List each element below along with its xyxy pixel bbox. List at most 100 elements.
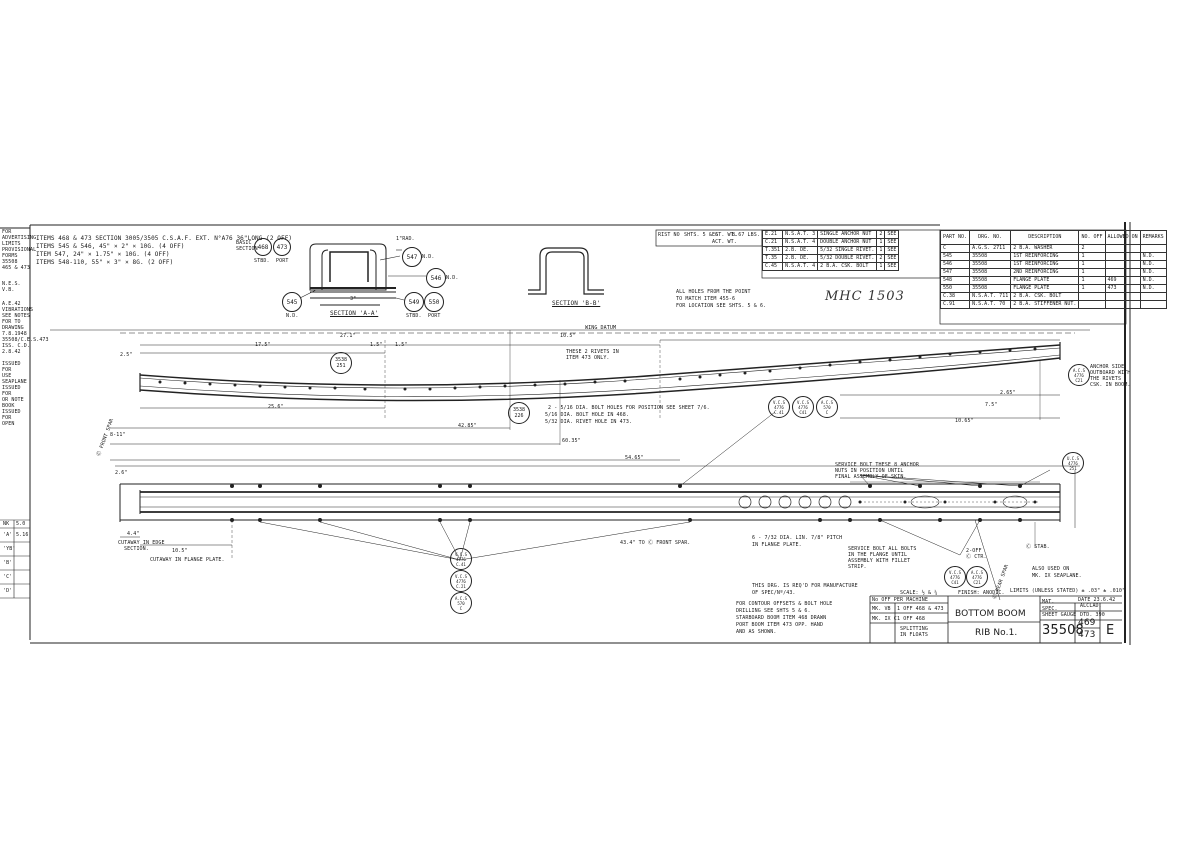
bom-cell: 35508: [969, 284, 1012, 293]
item-bubble-546: 546: [426, 268, 446, 288]
port-label: PORT: [428, 313, 441, 319]
fastener-cell: 2: [876, 254, 886, 263]
manufacture-note: THIS DRG. IS REQ'D FOR MANUFACTURE: [752, 583, 858, 589]
part-number: 473: [1078, 630, 1096, 640]
bom-cell: 1: [1078, 260, 1106, 269]
item-bubble-473: 473: [273, 238, 291, 256]
margin-code: 'D': [3, 588, 13, 594]
bom-cell: N.D.: [1139, 268, 1167, 277]
bom-cell: [1078, 292, 1106, 301]
fastener-cell: E.21: [761, 230, 784, 239]
bom-cell: N.S.A.T. 711: [969, 292, 1012, 301]
holes-pitch-note: 6 - 7/32 DIA. LIN. 7/8" PITCH: [752, 535, 843, 541]
service-bolt-note: SERVICE BOLT THESE 8 ANCHOR: [835, 462, 919, 468]
margin-note: 465 & 473: [2, 265, 30, 271]
contour-note: FOR CONTOUR OFFSETS & BOLT HOLE: [736, 601, 833, 607]
bubble-text: C.41: [456, 561, 466, 567]
bom-header: NO. OFF: [1078, 230, 1106, 245]
bom-cell: 2ND REINFORCING: [1010, 268, 1080, 277]
margin-note: 35508/C.E.S.473: [2, 337, 49, 343]
dim-label: 4.4": [127, 531, 140, 537]
item-note: ITEMS 548-110, 55" × 3" × 8G. (2 OFF): [36, 259, 174, 266]
bubble-text: 226: [514, 413, 524, 419]
margin-note: PROVISIONAL FORMS: [2, 247, 37, 259]
bubble-text: 251: [336, 363, 346, 369]
bom-cell: N.S.A.T. 70: [969, 300, 1012, 309]
margin-notes: FOR ADVERTISING LIMITS PROVISIONAL FORMS…: [2, 229, 49, 427]
est-wt-label: EST. WT.: [712, 232, 737, 238]
boom-holes: [158, 347, 1037, 391]
drawing-subtitle: RIB No.1.: [975, 628, 1018, 638]
bom-cell: [1139, 244, 1167, 253]
bom-cell: N.D.: [1139, 260, 1167, 269]
bom-cell: C: [939, 244, 971, 253]
bom-cell: 550: [939, 284, 971, 293]
bom-cell: FLANGE PLATE: [1010, 276, 1080, 285]
cutaway-flange-note: CUTAWAY IN FLANGE PLATE.: [150, 557, 225, 563]
fastener-cell: SEE: [884, 262, 900, 271]
bom-cell: [1139, 300, 1167, 309]
anchor-side-note: ANCHOR SIDE: [1090, 364, 1125, 370]
bom-cell: N.D.: [1139, 276, 1167, 285]
dim-label: 60.35": [562, 438, 581, 444]
off-label: 2-OFF: [966, 548, 982, 554]
margin-note: FOR ADVERTISING: [2, 229, 37, 241]
bubble-text: C: [459, 605, 463, 611]
bom-cell: FLANGE PLATE: [1010, 284, 1080, 293]
fastener-cell: DOUBLE ANCHOR NUT: [817, 238, 878, 247]
margin-note: ISS. C.D.: [2, 343, 30, 349]
fastener-cell: 5/32 DOUBLE RIVET.: [817, 254, 878, 263]
fastener-cell: C.21: [761, 238, 784, 247]
bom-cell: 2: [1078, 244, 1106, 253]
bolt-hole-note: 5/16 DIA. BOLT HOLE IN 468.: [545, 412, 629, 418]
fastener-cell: C.45: [761, 262, 784, 271]
margin-note: V.B.: [2, 287, 15, 293]
bom-cell: 2 B.A. CSK. BOLT: [1010, 292, 1080, 301]
margin-note: 2.8.42: [2, 349, 21, 355]
anchor-side-note: OUTBOARD WITH: [1090, 370, 1131, 376]
section-a-label: SECTION 'A-A': [330, 310, 379, 317]
margin-note: OR NOTE BOOK: [2, 397, 24, 409]
bubble-text: C41: [799, 409, 807, 415]
fastener-cell: SEE: [884, 246, 900, 255]
margin-note: FOR TO: [2, 319, 21, 325]
item-bubble-550: 550: [424, 292, 444, 312]
section-dim: 3": [350, 296, 357, 302]
bom-cell: 1ST REINFORCING: [1010, 252, 1080, 261]
anchor-side-note: CSK. IN BOOM.: [1090, 382, 1131, 388]
fastener-cell: 5/32 SINGLE RIVET.: [817, 246, 878, 255]
issue-letter: E: [1106, 623, 1115, 638]
dim-label: 7.5": [985, 402, 998, 408]
drawing-title: BOTTOM BOOM: [955, 609, 1026, 619]
bom-header: ALLOWED ON: [1104, 230, 1141, 245]
fastener-cell: N.S.A.T. 4: [782, 262, 819, 271]
fastener-cell: N.S.A.T. 4: [782, 238, 819, 247]
margin-note: ISSUED FOR: [2, 409, 21, 421]
bom-cell: 546: [939, 260, 971, 269]
margin-note: ISSUED FOR: [2, 385, 21, 397]
also-used-note: ALSO USED ON: [1032, 566, 1070, 572]
bubble-text: A.C.S: [454, 595, 468, 601]
margin-note: N.E.S.: [2, 281, 21, 287]
bubble-text: C41: [951, 579, 959, 585]
dim-label: 54.65": [625, 455, 644, 461]
dim-label: 27.1": [340, 333, 356, 339]
contour-note: PORT BOOM ITEM 473 OPP. HAND: [736, 622, 824, 628]
dim-label: 1.5": [395, 342, 408, 348]
bubble-text: A.C.S: [970, 569, 984, 575]
spec-value: DTD. 390: [1080, 612, 1105, 618]
item-bubble-547: 547: [402, 247, 422, 267]
service-all-note: ASSEMBLY WITH FILLET: [848, 558, 911, 564]
material-value: ALCLAD.: [1080, 603, 1102, 609]
bom-cell: 35508: [969, 260, 1012, 269]
